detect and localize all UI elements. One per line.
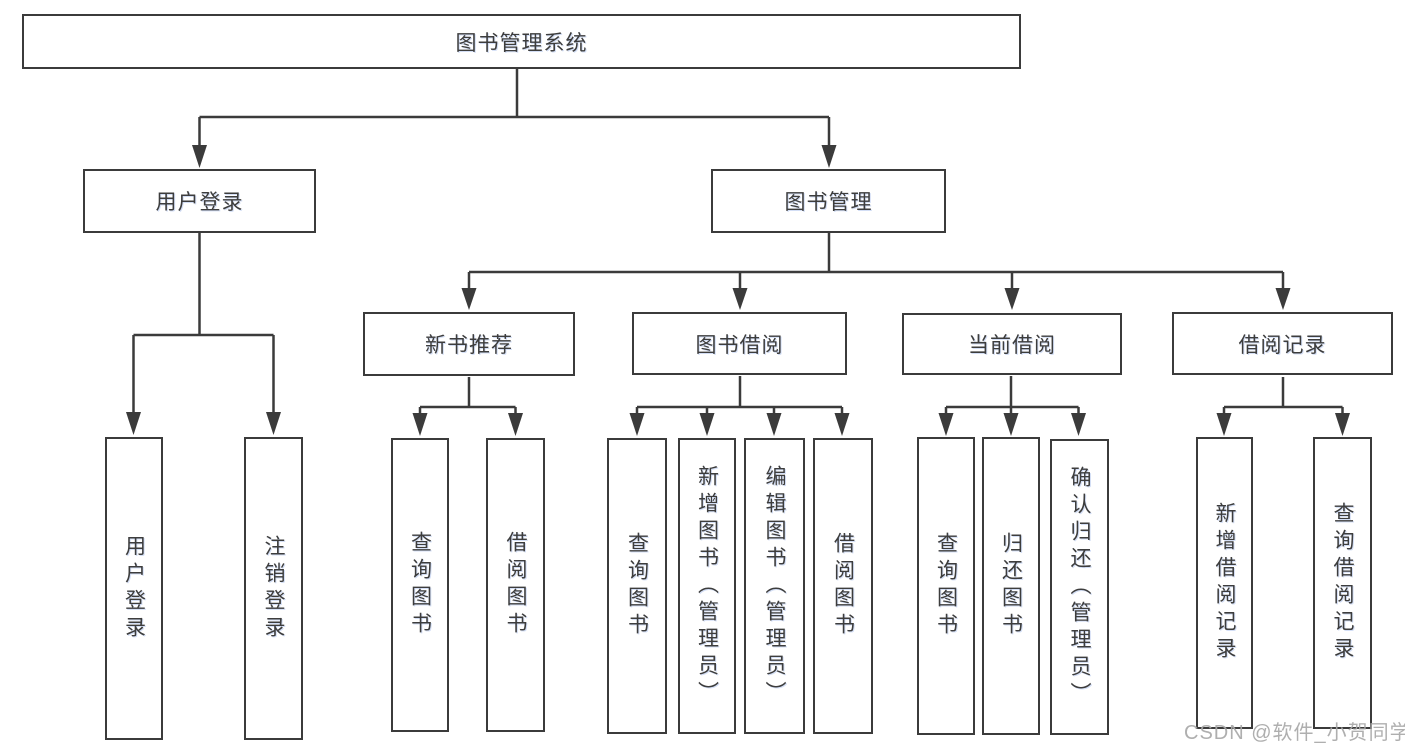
node-book-management: 图书管理 — [711, 169, 946, 233]
watermark: CSDN @软件_小贺同学 — [1184, 722, 1405, 744]
node-current-borrow: 当前借阅 — [902, 313, 1122, 375]
node-new-book-recommend: 新书推荐 — [363, 312, 575, 376]
leaf-current-return: 归还图书 — [982, 437, 1040, 735]
arrowheads — [126, 145, 1350, 436]
leaf-borrow-edit-admin: 编辑图书（管理员） — [744, 438, 805, 734]
leaf-current-query: 查询图书 — [917, 437, 975, 735]
leaf-borrow-add-admin: 新增图书（管理员） — [678, 438, 736, 734]
leaf-borrow-query: 查询图书 — [607, 438, 667, 734]
node-borrow-records: 借阅记录 — [1172, 312, 1393, 375]
leaf-records-add: 新增借阅记录 — [1196, 437, 1253, 729]
leaf-records-query: 查询借阅记录 — [1313, 437, 1372, 729]
leaf-current-confirm-admin: 确认归还（管理员） — [1050, 439, 1109, 735]
leaf-borrow-borrow: 借阅图书 — [813, 438, 873, 734]
leaf-logout: 注销登录 — [244, 437, 303, 740]
node-user-login: 用户登录 — [83, 169, 316, 233]
leaf-newbook-borrow: 借阅图书 — [486, 438, 545, 732]
node-book-borrow: 图书借阅 — [632, 312, 847, 375]
node-root: 图书管理系统 — [22, 14, 1021, 69]
leaf-user-login: 用户登录 — [105, 437, 163, 740]
leaf-newbook-query: 查询图书 — [391, 438, 449, 732]
